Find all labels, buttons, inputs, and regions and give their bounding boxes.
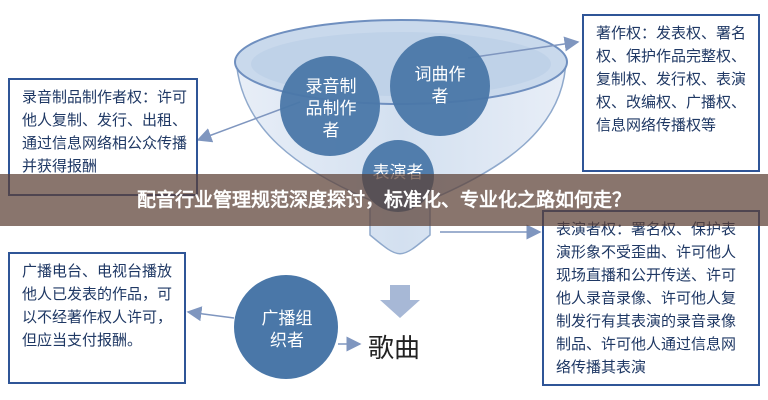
song-label: 歌曲 (368, 334, 421, 364)
author-rights-box: 著作权：发表权、署名权、保护作品完整权、复制权、发行权、表演权、改编权、广播权、… (582, 14, 760, 172)
circle-broadcast-organizer (234, 275, 338, 379)
circle-phonogram-producer (280, 56, 380, 156)
circle-label-broadcast: 广播组织者 (261, 309, 313, 351)
circle-label-phonogram: 录音制品制作者 (305, 77, 357, 141)
broadcaster-rights-box: 广播电台、电视台播放他人已发表的作品，可以不经著作权人许可，但应当支付报酬。 (8, 252, 186, 384)
title-banner: 配音行业管理规范深度探讨，标准化、专业化之路如何走？ (0, 174, 768, 226)
performer-rights-box: 表演者权：署名权、保护表演形象不受歪曲、许可他人现场直播和公开传送、许可他人录音… (542, 210, 760, 386)
arrow-broadcast-to-box (186, 306, 235, 322)
down-arrow-icon (380, 285, 420, 318)
arrow-to-author-box (467, 36, 580, 59)
circle-lyricist (390, 36, 490, 136)
circle-label-lyricist: 词曲作者 (414, 65, 466, 107)
